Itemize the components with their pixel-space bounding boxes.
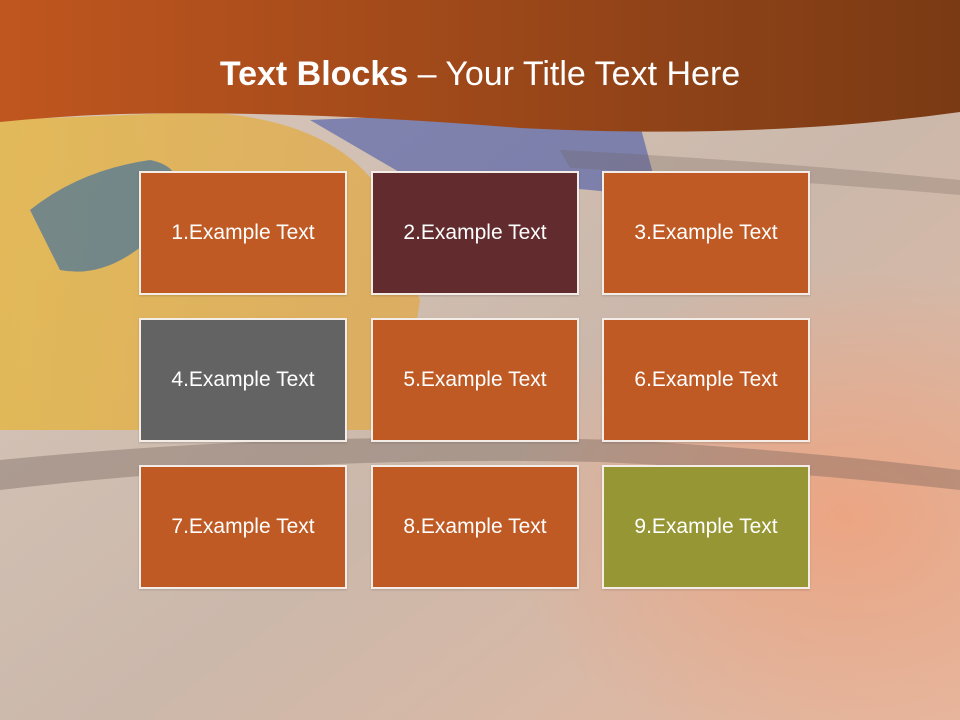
text-block-8[interactable]: 8.Example Text <box>371 465 579 589</box>
text-block-5[interactable]: 5.Example Text <box>371 318 579 442</box>
text-block-3[interactable]: 3.Example Text <box>602 171 810 295</box>
title-rest-part: – Your Title Text Here <box>408 55 741 93</box>
text-block-1[interactable]: 1.Example Text <box>139 171 347 295</box>
text-block-2[interactable]: 2.Example Text <box>371 171 579 295</box>
text-block-6[interactable]: 6.Example Text <box>602 318 810 442</box>
text-block-7[interactable]: 7.Example Text <box>139 465 347 589</box>
text-block-9[interactable]: 9.Example Text <box>602 465 810 589</box>
title-bold-part: Text Blocks <box>219 55 409 93</box>
text-block-4[interactable]: 4.Example Text <box>139 318 347 442</box>
slide-title: Text Blocks – Your Title Text Here <box>0 52 960 96</box>
